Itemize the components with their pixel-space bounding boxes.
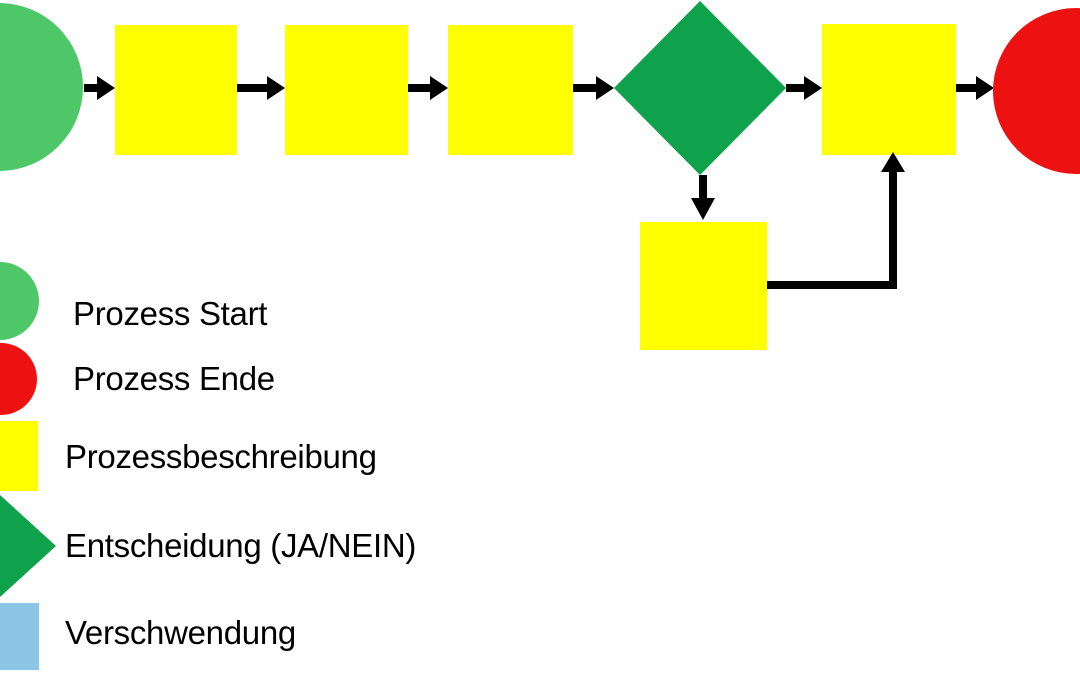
arrow-down-icon xyxy=(691,198,715,220)
end-circle xyxy=(993,8,1080,174)
legend-decision-diamond xyxy=(0,495,56,597)
arrow-right-icon xyxy=(267,76,285,100)
arrow-right-icon xyxy=(430,76,448,100)
arrow-process1-to-process2 xyxy=(237,76,285,100)
process-box-2 xyxy=(285,25,408,155)
arrow-right-icon xyxy=(804,76,822,100)
arrow-process2-to-process3 xyxy=(408,76,448,100)
legend-label-verschwendung: Verschwendung xyxy=(65,614,296,651)
arrow-shaft xyxy=(699,175,707,200)
process-box-1 xyxy=(115,25,237,155)
elbow-connector-vertical xyxy=(889,171,897,289)
arrow-decision-down xyxy=(691,175,715,220)
arrow-right-icon xyxy=(97,76,115,100)
process-box-4 xyxy=(822,24,956,155)
arrow-process4-to-end xyxy=(956,76,994,100)
arrow-right-icon xyxy=(976,76,994,100)
arrow-shaft xyxy=(84,84,100,92)
arrow-decision-to-process4 xyxy=(786,76,822,100)
elbow-connector-horizontal xyxy=(767,281,897,289)
legend-label-entscheidung: Entscheidung (JA/NEIN) xyxy=(65,527,417,564)
legend-label-prozessbeschreibung: Prozessbeschreibung xyxy=(65,438,377,475)
legend-start-circle xyxy=(0,262,39,340)
arrow-shaft xyxy=(573,84,599,92)
start-circle xyxy=(0,3,83,171)
arrow-start-to-process1 xyxy=(84,76,115,100)
legend-waste-square xyxy=(0,603,39,670)
arrow-shaft xyxy=(786,84,807,92)
legend-end-circle xyxy=(0,343,37,415)
arrow-right-icon xyxy=(596,76,614,100)
process-box-branch xyxy=(640,222,767,350)
arrow-shaft xyxy=(408,84,433,92)
process-box-3 xyxy=(448,25,573,155)
legend-label-prozess-ende: Prozess Ende xyxy=(73,360,275,397)
legend-label-prozess-start: Prozess Start xyxy=(73,295,268,332)
arrow-up-icon xyxy=(881,152,905,172)
arrow-shaft xyxy=(237,84,270,92)
decision-diamond xyxy=(614,1,786,175)
legend-process-square xyxy=(0,421,38,491)
arrow-process3-to-decision xyxy=(573,76,614,100)
arrow-shaft xyxy=(956,84,979,92)
